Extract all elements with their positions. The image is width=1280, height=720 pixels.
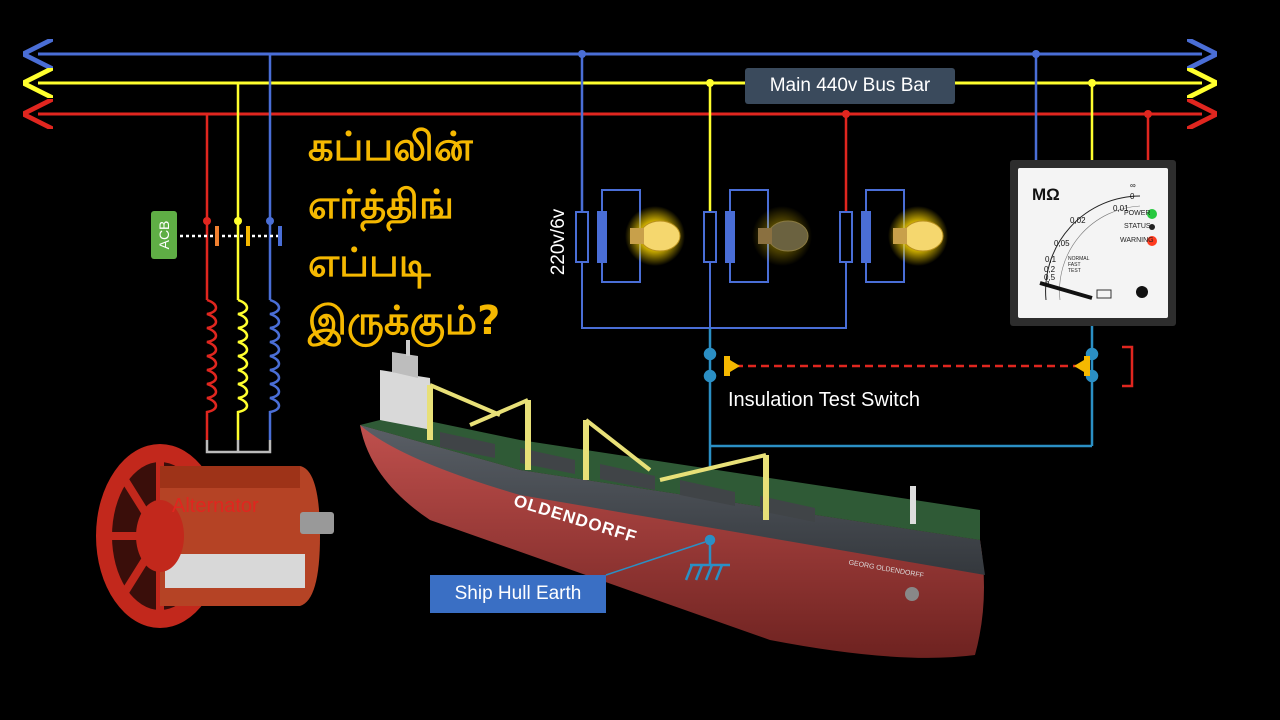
ship-illustration [360, 340, 985, 658]
alternator-illustration [96, 444, 334, 628]
bus-bar-label: Main 440v Bus Bar [745, 68, 955, 104]
scale-0-02: 0,02 [1070, 216, 1086, 225]
mode-normal: NORMAL [1068, 256, 1090, 262]
insulation-switch-label: Insulation Test Switch [728, 389, 920, 411]
title-line-3: எப்படி [308, 240, 431, 286]
title-tamil: கப்பலின் எர்த்திங் எப்படி இருக்கும்? [308, 118, 538, 350]
scale-0-2: 0,2 [1044, 265, 1056, 274]
scale-1: 1 [1046, 280, 1051, 289]
title-line-2: எர்த்திங் [308, 182, 454, 228]
status-label: STATUS [1124, 223, 1151, 230]
title-line-1: கப்பலின் [308, 124, 473, 170]
power-led [1147, 209, 1157, 219]
mode-test: TEST [1068, 268, 1081, 274]
stator-windings [205, 298, 281, 454]
scale-0-1: 0,1 [1045, 255, 1057, 264]
scale-0-05: 0,05 [1054, 239, 1070, 248]
hull-earth-label: Ship Hull Earth [430, 575, 606, 613]
megger-meter [1010, 160, 1176, 326]
warning-label: WARNING [1120, 237, 1154, 244]
scale-0-01: 0,01 [1113, 204, 1129, 213]
lamp-transformers [575, 189, 905, 329]
lamp-branch-wiring [578, 50, 850, 212]
alternator-label: Alternator [172, 495, 259, 517]
mode-fast: FAST [1068, 262, 1081, 268]
status-led [1149, 224, 1155, 230]
bus-bar-lines [38, 54, 1202, 114]
acb-label: ACB [156, 220, 172, 250]
megger-wiring [1032, 50, 1152, 160]
warning-led [1147, 236, 1157, 246]
scale-inf: ∞ [1130, 181, 1136, 190]
lamp-bulbs [625, 206, 948, 266]
scale-0-5: 0,5 [1044, 273, 1056, 282]
megger-unit: MΩ [1032, 185, 1060, 204]
insulation-test-switch[interactable] [724, 345, 1134, 388]
acb-contacts [180, 217, 282, 246]
acb-badge: ACB [151, 211, 177, 259]
lamp-voltage-label: 220v/6v [548, 208, 569, 276]
scale-0: 0 [1130, 192, 1135, 201]
hull-earth-symbol [605, 534, 730, 581]
generator-phase-drops [205, 54, 272, 300]
title-line-4: இருக்கும்? [308, 298, 501, 344]
megger-needle [1039, 281, 1093, 300]
power-label: POWER [1124, 210, 1151, 217]
